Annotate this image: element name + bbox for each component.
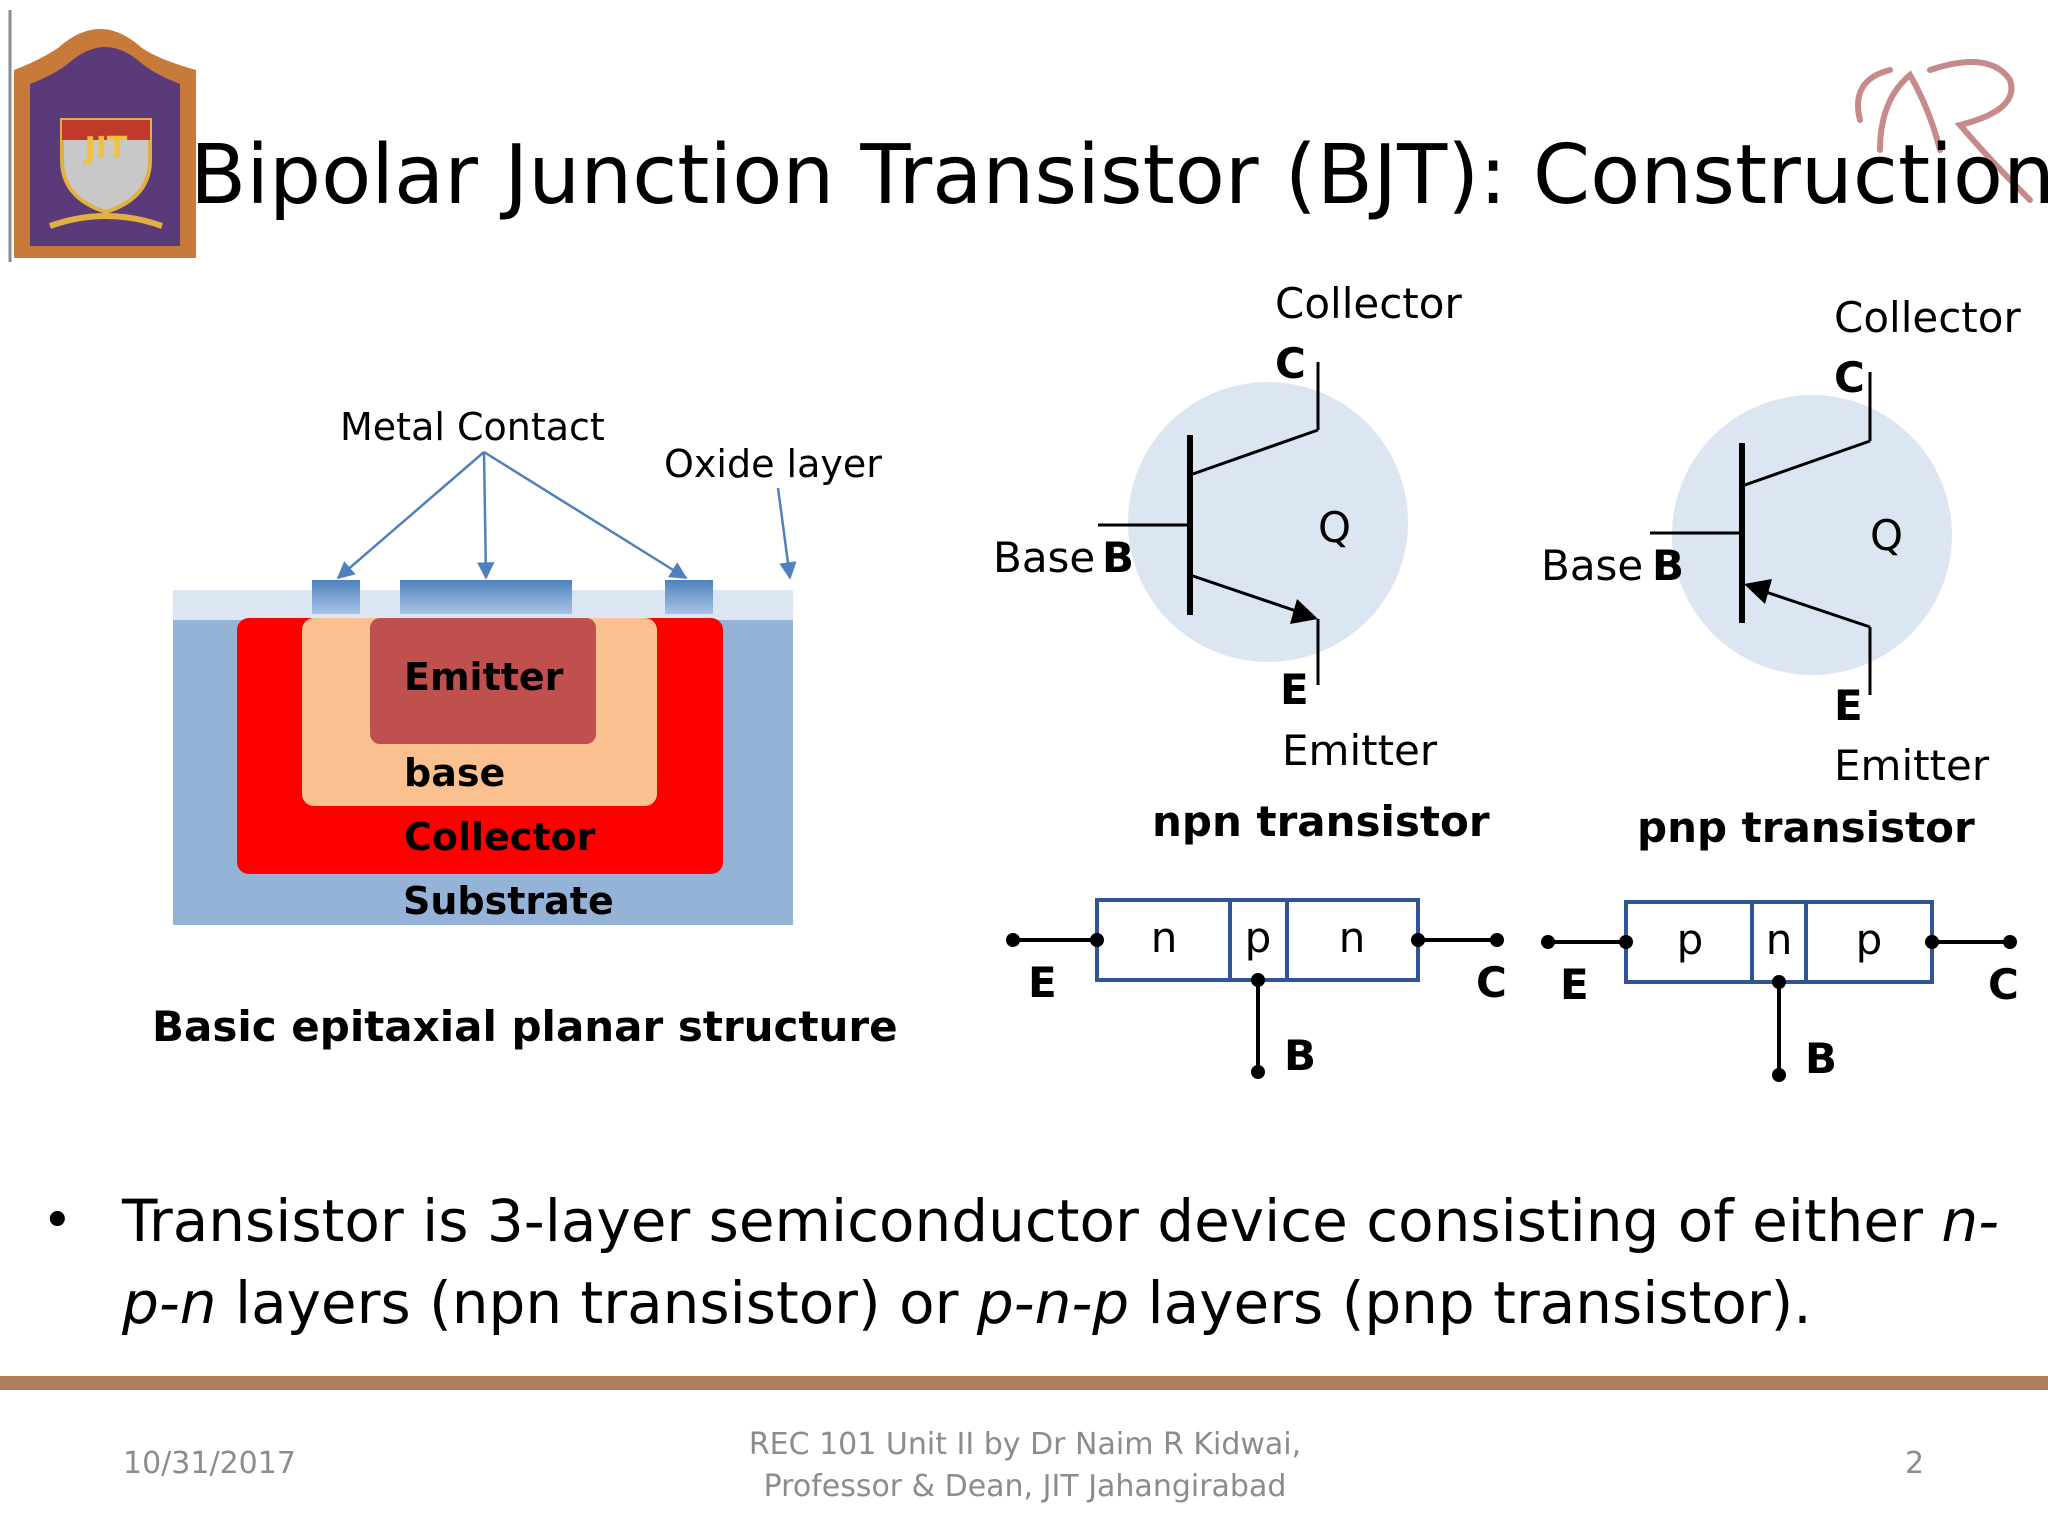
pnp-emitter-label: Emitter: [1834, 741, 1990, 790]
pnp-circle: [1672, 395, 1952, 675]
bullet-part-1: Transistor is 3-layer semiconductor devi…: [122, 1187, 1942, 1255]
pnp-c-letter: C: [1834, 353, 1865, 402]
npn-layer-1: n: [1151, 913, 1178, 962]
pnp-b-node: [1772, 1068, 1786, 1082]
npn-e-letter: E: [1280, 665, 1309, 714]
planar-structure: Metal Contact Oxide layer Emitter base C…: [152, 405, 898, 1051]
footer-divider: [0, 1376, 2048, 1390]
base-region-label: base: [404, 751, 505, 795]
npn-base-word: Base: [993, 533, 1095, 582]
pnp-collector-line: [1741, 439, 1871, 488]
arrow-to-oxide: [776, 487, 797, 580]
bullet-part-3: layers (pnp transistor).: [1129, 1269, 1812, 1337]
npn-c-joint: [1411, 933, 1425, 947]
metal-contact-base-left: [312, 580, 360, 614]
npn-layer-3: n: [1339, 913, 1366, 962]
pnp-b-letter: B: [1652, 541, 1684, 590]
collector-region-label: Collector: [404, 815, 596, 859]
signature-text: NR: [0, 0, 2, 1]
emitter-region-label: Emitter: [404, 655, 564, 699]
pnp-block-diagram: p n p E C B: [1541, 900, 2019, 1083]
npn-circle: [1128, 382, 1408, 662]
npn-caption: npn transistor: [1152, 797, 1490, 846]
npn-b-letter: B: [1102, 533, 1134, 582]
pnp-b-joint: [1772, 975, 1786, 989]
pnp-caption: pnp transistor: [1637, 803, 1975, 852]
pnp-base-word: Base: [1541, 541, 1643, 590]
substrate-label: Substrate: [403, 879, 614, 923]
npn-right-terminal: C: [1476, 958, 1507, 1007]
footer-credit: REC 101 Unit II by Dr Naim R Kidwai, Pro…: [700, 1424, 1350, 1508]
pnp-layer-2: n: [1766, 915, 1793, 964]
footer-page-number: 2: [1905, 1446, 1925, 1481]
bullet-pnp-italic: p-n-p: [976, 1269, 1130, 1337]
pnp-c-joint: [1925, 935, 1939, 949]
pnp-collector-label: Collector: [1834, 293, 2021, 342]
bullet-marker: •: [42, 1191, 73, 1251]
npn-bottom-terminal: B: [1284, 1031, 1316, 1080]
arrow-to-right-contact: [483, 450, 688, 580]
logo-ribbon: [48, 213, 164, 229]
emitter-region: [370, 618, 596, 744]
npn-emitter-arrow: [1290, 599, 1318, 624]
npn-e-node: [1006, 933, 1020, 947]
npn-b-joint: [1251, 973, 1265, 987]
slide-title: Bipolar Junction Transistor (BJT): Const…: [190, 128, 2048, 223]
logo-shield-band: [62, 120, 150, 140]
npn-layer-2: p: [1245, 913, 1272, 962]
pnp-layer-3: p: [1856, 915, 1883, 964]
oxide-layer-label: Oxide layer: [664, 442, 882, 486]
arrow-to-left-contact: [336, 451, 485, 580]
npn-b-node: [1251, 1065, 1265, 1079]
pnp-emitter-line: [1759, 588, 1871, 629]
logo-shield: [60, 118, 152, 215]
planar-caption: Basic epitaxial planar structure: [152, 1002, 898, 1051]
jit-logo: JIT: [14, 29, 196, 258]
npn-emitter-line: [1189, 573, 1303, 615]
npn-block-diagram: n p n E C B: [1006, 898, 1507, 1080]
metal-contact-label: Metal Contact: [340, 405, 605, 449]
pnp-right-terminal: C: [1988, 960, 2019, 1009]
npn-q-label: Q: [1318, 503, 1351, 552]
logo-emblem-text: JIT: [83, 131, 128, 166]
pnp-e-letter: E: [1834, 681, 1863, 730]
arrow-to-center-contact: [477, 451, 495, 580]
bullet-text: Transistor is 3-layer semiconductor devi…: [122, 1180, 2022, 1344]
pnp-c-node: [2003, 935, 2017, 949]
npn-collector-label: Collector: [1275, 279, 1462, 328]
pnp-symbol: Collector C Base B Q E Emitter pnp trans…: [1541, 293, 2021, 852]
npn-c-node: [1490, 933, 1504, 947]
pnp-left-terminal: E: [1560, 960, 1589, 1009]
npn-collector-line: [1189, 428, 1319, 477]
pnp-emitter-arrow: [1744, 579, 1772, 604]
bullet-npn-italic: n-p-n: [122, 1187, 2000, 1337]
npn-left-terminal: E: [1028, 958, 1057, 1007]
metal-contact-emitter: [400, 580, 572, 614]
footer-credit-line-2: Professor & Dean, JIT Jahangirabad: [763, 1469, 1287, 1504]
footer-date: 10/31/2017: [123, 1446, 296, 1481]
footer-credit-line-1: REC 101 Unit II by Dr Naim R Kidwai,: [748, 1427, 1302, 1462]
pnp-e-joint: [1619, 935, 1633, 949]
npn-emitter-label: Emitter: [1282, 726, 1438, 775]
pnp-q-label: Q: [1870, 511, 1903, 560]
pnp-e-node: [1541, 935, 1555, 949]
pnp-layer-1: p: [1677, 915, 1704, 964]
metal-contact-collector: [665, 580, 713, 614]
npn-e-joint: [1090, 933, 1104, 947]
nr-signature-logo: NR: [0, 0, 2033, 203]
pnp-bottom-terminal: B: [1805, 1034, 1837, 1083]
bullet-part-2: layers (npn transistor) or: [216, 1269, 977, 1337]
npn-c-letter: C: [1275, 339, 1306, 388]
npn-symbol: Collector C Base B Q E Emitter npn trans…: [993, 279, 1490, 846]
